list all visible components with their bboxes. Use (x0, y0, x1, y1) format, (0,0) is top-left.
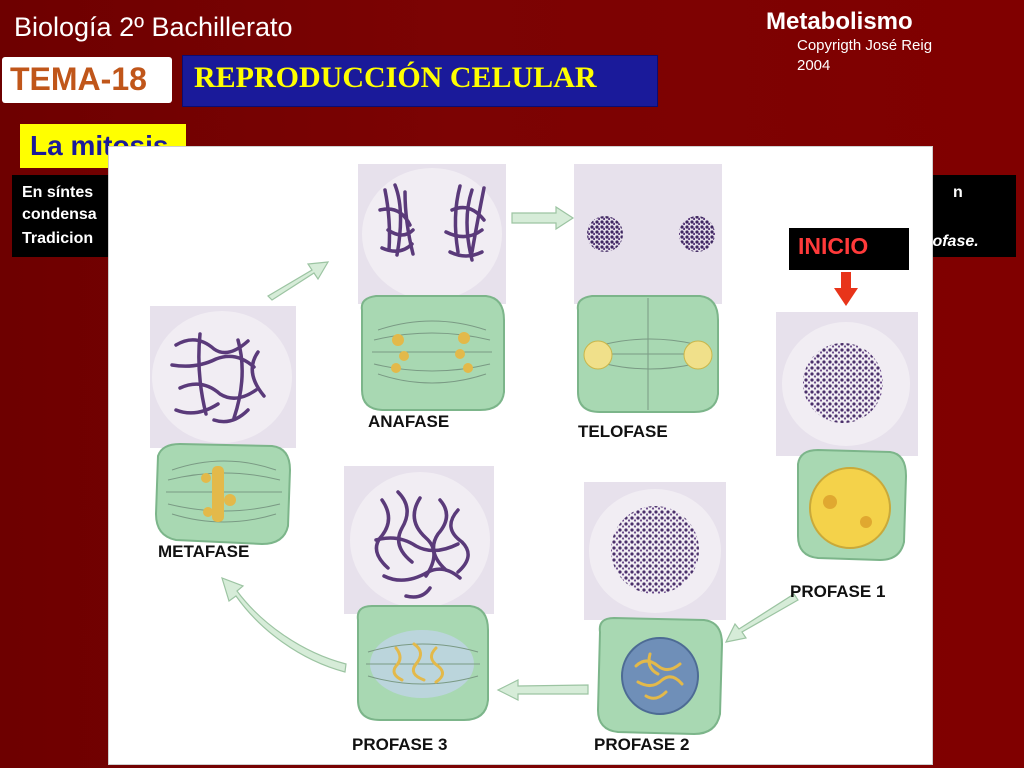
profase2-micrograph (584, 482, 726, 620)
arrow-profase2-to-profase3 (496, 679, 589, 701)
copyright: Copyrigth José Reig 2004 (797, 36, 967, 76)
profase1-micrograph (776, 312, 918, 456)
arrow-profase1-to-profase2 (724, 593, 799, 643)
start-arrow-icon (834, 270, 858, 306)
cycle-arrows (221, 205, 799, 701)
profase1-cell (797, 448, 908, 562)
start-badge (787, 226, 911, 272)
page-title: REPRODUCCIÓN CELULAR (194, 61, 597, 94)
tema-badge (2, 57, 172, 103)
text-fragment-right: n (953, 184, 963, 201)
metafase-cell (154, 442, 292, 546)
profase3-micrograph (344, 466, 494, 614)
start-label: INICIO (798, 233, 869, 259)
label-metafase: METAFASE (158, 542, 250, 561)
metafase-micrograph (150, 306, 296, 448)
tema-label: TEMA-18 (10, 61, 147, 97)
text-line-1: En síntes (22, 184, 94, 201)
title-banner (182, 55, 658, 107)
profase2-cell (596, 616, 724, 736)
profase3-cell (356, 605, 489, 721)
telofase-micrograph (574, 164, 722, 304)
topic-label: Metabolismo (766, 8, 913, 35)
copyright-year: 2004 (797, 57, 831, 74)
anafase-micrograph (358, 164, 506, 304)
text-line-3: Tradicion (22, 230, 94, 247)
copyright-line: Copyrigth José Reig (797, 37, 933, 54)
text-fragment-bottom: lofase. (928, 233, 979, 250)
label-telofase: TELOFASE (578, 422, 668, 441)
arrow-metafase-to-anafase (267, 261, 330, 301)
label-anafase: ANAFASE (368, 412, 450, 431)
text-line-2: condensa (22, 206, 97, 223)
anafase-cell (360, 295, 505, 411)
telofase-cell (576, 295, 719, 413)
label-profase-2: PROFASE 2 (594, 735, 690, 754)
arrow-profase3-to-metafase (221, 577, 347, 673)
label-profase-1: PROFASE 1 (790, 582, 886, 601)
label-profase-3: PROFASE 3 (352, 735, 448, 754)
course-title: Biología 2º Bachillerato (14, 12, 293, 42)
arrow-anafase-to-telofase (511, 205, 575, 231)
